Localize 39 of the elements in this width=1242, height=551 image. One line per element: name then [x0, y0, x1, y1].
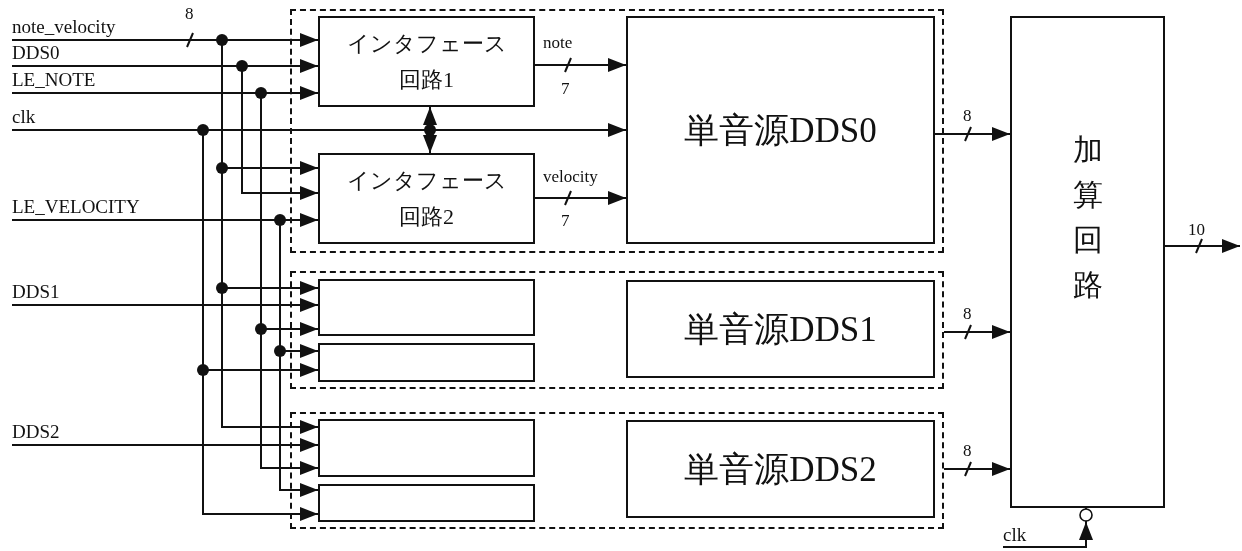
dashed-group-box	[290, 271, 944, 389]
interface-box: インタフェース回路1	[318, 16, 535, 107]
signal-label: DDS2	[12, 421, 60, 445]
interface-box	[318, 279, 535, 336]
bus-width-label: 8	[963, 305, 972, 323]
bus-width-label: 10	[1188, 221, 1205, 239]
adder-box: 加算回路	[1010, 16, 1165, 508]
dashed-group-box	[290, 9, 944, 253]
bus-width-label: 7	[561, 80, 570, 98]
signal-arrow	[11, 438, 319, 452]
dds-box: 単音源DDS2	[626, 420, 935, 518]
interface-box	[318, 484, 535, 522]
signal-label: clk	[12, 106, 36, 130]
interface-box	[318, 419, 535, 477]
signal-name: note	[543, 34, 573, 52]
signal-name: velocity	[543, 168, 598, 186]
signal-label: DDS0	[12, 42, 60, 66]
signal-arrow	[534, 58, 627, 72]
bus-width-label: 8	[963, 107, 972, 125]
signal-label: LE_VELOCITY	[12, 196, 140, 220]
dashed-group-box	[290, 412, 944, 529]
signal-arrow	[934, 127, 1011, 141]
bus-width-label: 7	[561, 212, 570, 230]
interface-box	[318, 343, 535, 382]
signal-arrow	[1002, 507, 1094, 548]
bus-width-label: 8	[185, 5, 194, 23]
signal-label: note_velocity	[12, 16, 116, 40]
dds-box: 単音源DDS1	[626, 280, 935, 378]
signal-arrow	[11, 298, 319, 312]
interface-box: インタフェース回路2	[318, 153, 535, 244]
signal-label: clk	[1003, 524, 1027, 547]
signal-arrow	[943, 462, 1011, 476]
signal-label: LE_NOTE	[12, 69, 96, 93]
dds-box: 単音源DDS0	[626, 16, 935, 244]
signal-arrow	[943, 325, 1011, 339]
bus-width-label: 8	[963, 442, 972, 460]
signal-arrow	[534, 191, 627, 205]
signal-arrow	[1164, 239, 1241, 253]
signal-label: DDS1	[12, 281, 60, 305]
